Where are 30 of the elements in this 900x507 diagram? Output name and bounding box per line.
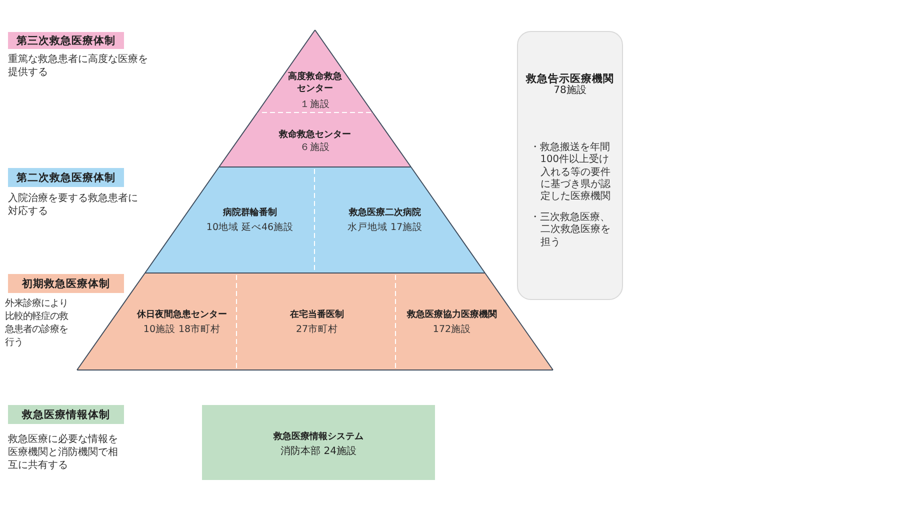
system-description: 重篤な救急患者に高度な医療を提供する xyxy=(8,53,148,79)
facility-count: 10地域 延べ46施設 xyxy=(206,222,294,234)
system-name: 救急医療情報システム xyxy=(274,431,364,443)
facility-count: 27市町村 xyxy=(296,324,338,336)
system-heading: 救急医療情報体制 xyxy=(8,405,124,424)
info-system-panel xyxy=(202,405,435,480)
facility-type: 在宅当番医制 xyxy=(290,309,344,320)
info-panel xyxy=(517,31,623,300)
facility-type: 休日夜間急患センター xyxy=(137,309,227,320)
system-heading: 初期救急医療体制 xyxy=(8,274,124,293)
facility-type: 救急医療協力医療機関 xyxy=(407,309,497,320)
facility-count: 78施設 xyxy=(554,85,586,97)
facility-count: ６施設 xyxy=(300,142,330,154)
bullet-note: ・三次救急医療、二次救急医療を担う xyxy=(530,212,612,249)
system-description: 救急医療に必要な情報を医療機関と消防機関で相互に共有する xyxy=(8,433,119,472)
system-heading: 第三次救急医療体制 xyxy=(8,32,124,49)
facility-type: 救急医療二次病院 xyxy=(349,207,421,218)
system-heading: 第二次救急医療体制 xyxy=(8,168,124,187)
system-description: 外来診療により比較的軽症の救急患者の診療を行う xyxy=(5,297,69,349)
facility-type: 救命救急センター xyxy=(279,129,351,140)
facility-count: 172施設 xyxy=(432,324,472,336)
facility-type: 高度救命救急センター xyxy=(287,71,343,94)
panel-title: 救急告示医療機関 xyxy=(526,73,614,85)
facility-count: １施設 xyxy=(300,99,330,110)
facility-count: 水戸地域 17施設 xyxy=(347,222,423,234)
system-description: 入院治療を要する救急患者に対応する xyxy=(8,192,138,218)
facility-type: 病院群輪番制 xyxy=(223,207,277,218)
facility-count: 消防本部 24施設 xyxy=(280,446,356,458)
bullet-note: ・救急搬送を年間100件以上受け入れる等の要件に基づき県が認定した医療機関 xyxy=(530,142,612,204)
facility-count: 10施設 18市町村 xyxy=(143,324,221,336)
